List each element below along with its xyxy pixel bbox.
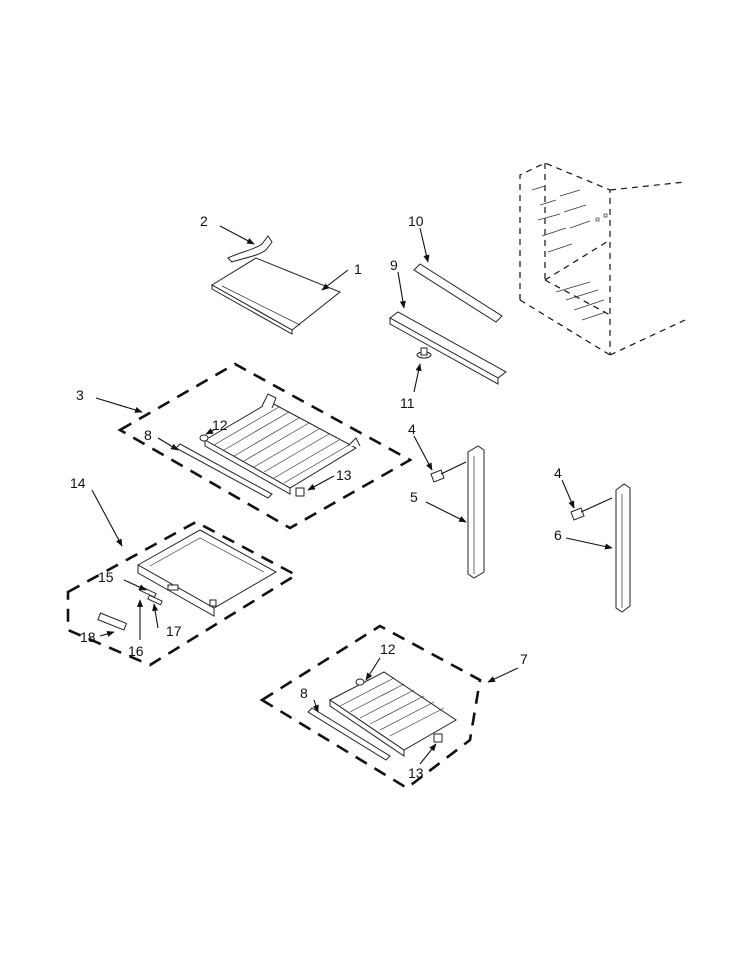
callout-12a: 12 [212,417,228,433]
trim-strip-part-10 [413,263,503,323]
callout-1: 1 [354,261,362,277]
drawer-assembly-part-3 [117,362,413,530]
callout-4a: 4 [408,421,416,437]
cabinet-housing [519,162,686,356]
callout-13b: 13 [408,765,424,781]
callout-11: 11 [400,395,415,411]
callout-8b: 8 [300,685,308,701]
bracket-part-9 [389,311,507,385]
callout-18: 18 [80,629,96,645]
callout-8a: 8 [144,427,152,443]
callout-labels: 1 2 10 9 11 3 12 8 13 4 5 4 6 14 15 17 1… [70,213,562,781]
callout-3: 3 [76,387,84,403]
vertical-rail-part-6 [615,483,631,613]
screw-part-4-right [570,497,613,521]
drawer-assembly-part-7 [259,624,482,790]
callout-2: 2 [200,213,208,229]
callout-7: 7 [520,651,528,667]
shelf-clip-part-2 [227,235,273,263]
foot-part-11 [416,347,432,359]
callout-6: 6 [554,527,562,543]
callout-15: 15 [98,569,114,585]
screw-part-4-left [430,461,467,483]
drawer-assembly-part-14 [66,520,299,667]
callout-13a: 13 [336,467,352,483]
callout-4b: 4 [554,465,562,481]
callout-12b: 12 [380,641,396,657]
callout-5: 5 [410,489,418,505]
glass-shelf-part-1 [211,257,341,335]
callout-10: 10 [408,213,424,229]
leader-lines [91,225,613,765]
callout-9: 9 [390,257,398,273]
callout-17: 17 [166,623,182,639]
callout-14: 14 [70,475,86,491]
vertical-rail-part-5 [467,445,485,579]
callout-16: 16 [128,643,144,659]
